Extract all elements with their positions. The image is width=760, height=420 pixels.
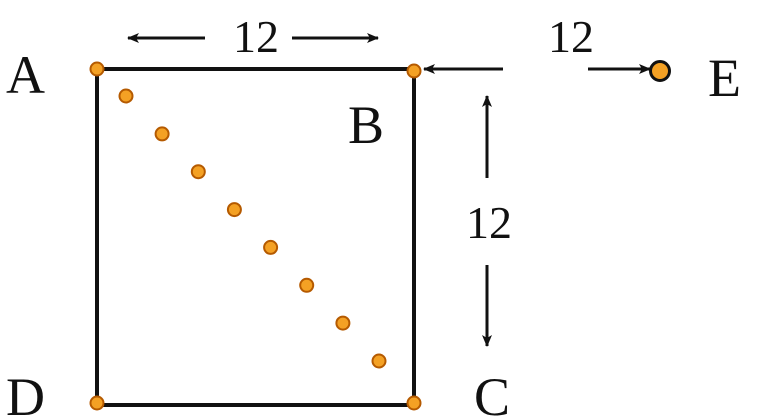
top-dimension-label: 12 bbox=[233, 11, 279, 62]
point-a bbox=[89, 61, 105, 77]
vertex-label-d: D bbox=[6, 367, 45, 420]
point-c bbox=[406, 395, 422, 411]
square-outline bbox=[95, 67, 416, 407]
vertex-label-b: B bbox=[348, 95, 384, 155]
diagonal-point bbox=[226, 202, 242, 218]
diagonal-point bbox=[299, 277, 315, 293]
vertex-label-e: E bbox=[708, 48, 741, 108]
diagonal-point bbox=[335, 315, 351, 331]
diagonal-point bbox=[118, 88, 134, 104]
point-d bbox=[89, 395, 105, 411]
diagonal-point bbox=[263, 239, 279, 255]
diagonal-point bbox=[371, 353, 387, 369]
diagonal-point bbox=[154, 126, 170, 142]
be-dimension-label: 12 bbox=[548, 11, 594, 62]
diagonal-point bbox=[190, 164, 206, 180]
point-b bbox=[406, 63, 422, 79]
vertex-label-a: A bbox=[6, 45, 45, 105]
vertex-label-c: C bbox=[474, 367, 510, 420]
diagonal-points bbox=[118, 88, 387, 369]
point-e bbox=[649, 60, 671, 82]
right-dimension-label: 12 bbox=[466, 197, 512, 248]
